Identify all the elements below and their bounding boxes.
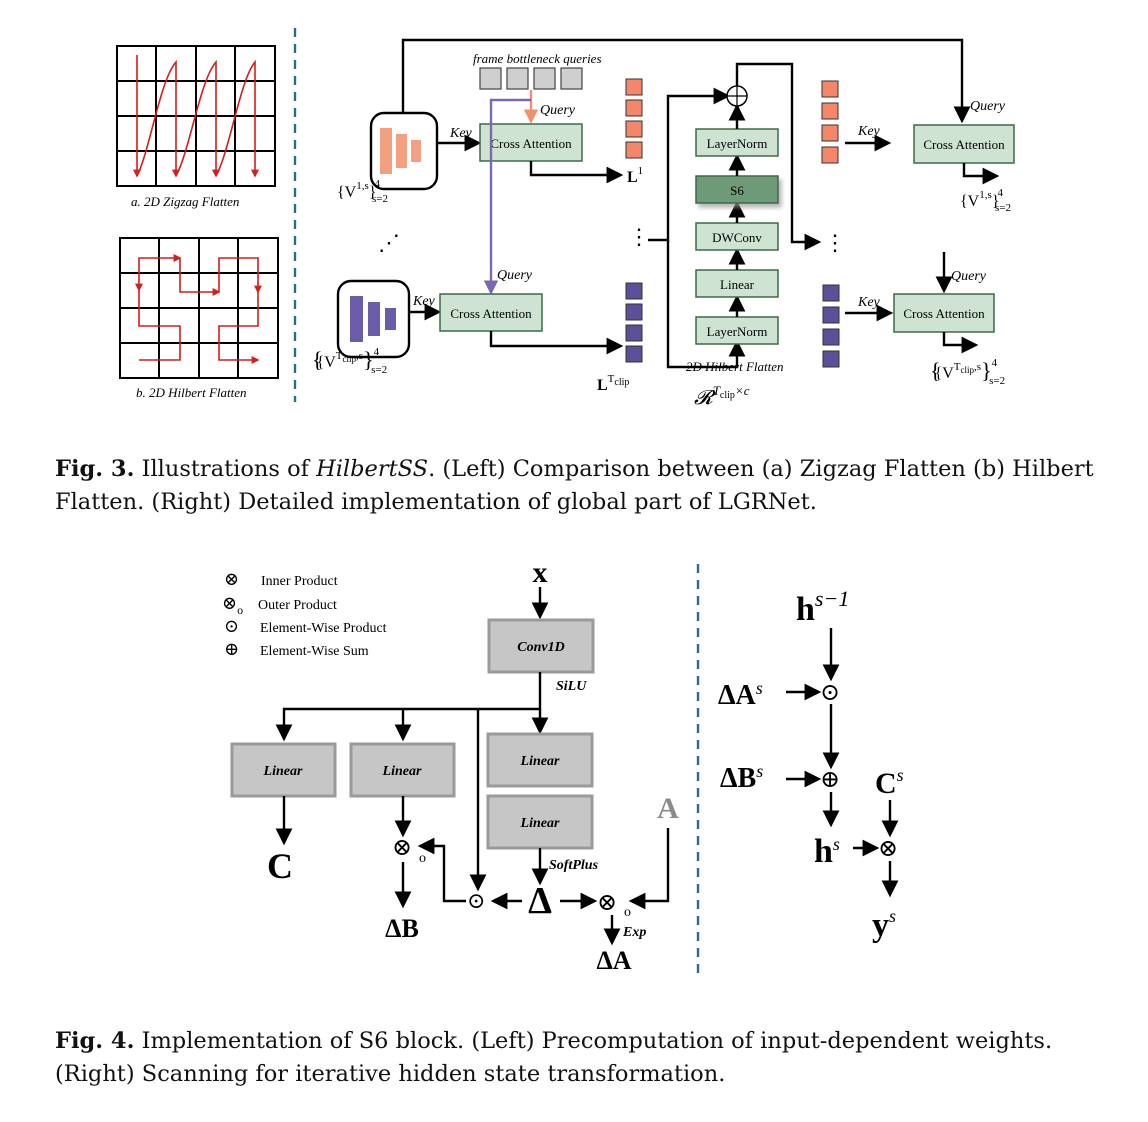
query-label-3: Query	[970, 99, 1006, 114]
query-label-1: Query	[540, 103, 576, 118]
query-label-4: Query	[951, 269, 987, 284]
block-layernorm-bottom	[695, 316, 779, 345]
block-dwconv-label: DWConv	[712, 230, 762, 245]
frame-queries	[479, 67, 583, 90]
linear-c-label: Linear	[263, 764, 303, 779]
fig3-caption-italic: HilbertSS	[316, 456, 429, 482]
zigzag-grid	[116, 45, 276, 187]
legend-sym-outer: ⊗o	[222, 593, 243, 617]
outer-o-b: o	[419, 851, 426, 866]
linear-b-label: Linear	[382, 764, 422, 779]
zigzag-caption: a. 2D Zigzag Flatten	[131, 194, 239, 209]
h-prev: hs−1	[796, 586, 849, 628]
r-label: 𝓡Tclip×c	[694, 383, 750, 409]
hilbert-flatten-label: 2D Hilbert Flatten	[686, 359, 784, 374]
legend-sym-elemprod: ⊙	[224, 616, 239, 636]
out-deltaB: ΔB	[385, 914, 419, 943]
out-deltaA: ΔA	[596, 946, 631, 975]
exp-label: Exp	[622, 925, 646, 940]
out-tokens-bottom	[822, 284, 840, 368]
input-x: x	[533, 556, 548, 589]
out-tokens-top	[821, 80, 839, 164]
delta-symbol: Δ	[528, 880, 552, 922]
block-layernorm-top-label: LayerNorm	[707, 136, 768, 151]
y-s: ys	[872, 906, 896, 944]
outer-product-a-icon: ⊗	[597, 890, 617, 916]
block-layernorm-bottom-label: LayerNorm	[707, 324, 768, 339]
fig3-caption-part2: . (Left) Comparison between (a) Zigzag F…	[55, 456, 1094, 515]
legend-elemsum-label: Element-Wise Sum	[260, 644, 369, 659]
key-label-4: Key	[857, 295, 881, 310]
l1-label: L1	[627, 165, 643, 186]
fig4-caption-text: Implementation of S6 block. (Left) Preco…	[55, 1028, 1053, 1087]
silu-label: SiLU	[556, 679, 587, 694]
legend-sym-elemsum: ⊕	[224, 639, 239, 659]
vertical-dots-2: ⋮	[824, 230, 846, 255]
encoder-1-icon	[369, 111, 439, 191]
fig4-caption-label: Fig. 4.	[55, 1028, 135, 1054]
conv1d-label: Conv1D	[517, 640, 564, 655]
vertical-dots-1: ⋮	[628, 224, 650, 249]
block-linear-label: Linear	[720, 277, 755, 292]
linear-delta-2-block	[486, 794, 594, 850]
scan-inner-product-icon: ⊗	[878, 836, 898, 862]
block-dwconv	[695, 222, 779, 251]
key-label-2: Key	[412, 294, 436, 309]
out-C: C	[267, 846, 293, 886]
frame-queries-label: frame bottleneck queries	[473, 51, 602, 66]
linear-delta-1-label: Linear	[520, 754, 560, 769]
linear-delta-2-label: Linear	[520, 816, 560, 831]
key-label-1: Key	[449, 126, 473, 141]
cross-attention-3	[913, 124, 1015, 164]
fig3-caption-part1: Illustrations of	[134, 456, 317, 482]
cross-attention-4-label: Cross Attention	[903, 306, 985, 321]
cross-attention-1	[479, 123, 583, 162]
matrix-A: A	[657, 792, 679, 825]
lt-tokens	[625, 282, 643, 363]
cross-attention-1-label: Cross Attention	[490, 136, 572, 151]
shared-query-arrow	[483, 98, 531, 295]
scan-elem-product-icon: ⊙	[820, 680, 840, 706]
outer-product-b-icon: ⊗	[392, 835, 412, 861]
cross-attention-3-label: Cross Attention	[923, 137, 1005, 152]
cross-attention-4	[893, 293, 995, 333]
l1-tokens	[625, 78, 643, 159]
block-s6	[695, 175, 779, 204]
fig4-caption: Fig. 4. Implementation of S6 block. (Lef…	[55, 1025, 1095, 1091]
outer-o-a: o	[624, 905, 631, 920]
top-skip-arrow	[401, 38, 971, 124]
hilbert-caption: b. 2D Hilbert Flatten	[136, 385, 247, 400]
cross-attention-2-label: Cross Attention	[450, 306, 532, 321]
block-s6-label: S6	[730, 183, 744, 198]
delta-A-s: ΔAs	[718, 678, 763, 711]
ellipsis-diag: ⋰	[378, 230, 400, 255]
h-s: hs	[814, 833, 840, 870]
lt-label: LTclip	[597, 373, 629, 394]
legend-sym-inner: ⊗	[224, 569, 239, 589]
legend-inner-label: Inner Product	[261, 574, 338, 589]
elem-product-icon: ⊙	[467, 888, 485, 913]
legend-elemprod-label: Element-Wise Product	[260, 621, 387, 636]
fig3-caption: Fig. 3. Illustrations of HilbertSS. (Lef…	[55, 453, 1095, 519]
legend: ⊗ Inner Product ⊗o Outer Product ⊙ Eleme…	[222, 569, 387, 659]
block-linear	[695, 269, 779, 298]
softplus-label: SoftPlus	[549, 858, 599, 873]
C-s: Cs	[875, 765, 904, 800]
query-label-2: Query	[497, 268, 533, 283]
cross-attention-2	[439, 293, 543, 332]
delta-B-s: ΔBs	[720, 761, 763, 794]
legend-outer-label: Outer Product	[258, 598, 337, 613]
key-label-3: Key	[857, 124, 881, 139]
encoder-t-icon	[336, 279, 411, 359]
linear-c-block	[230, 742, 337, 798]
scan-sum-icon: ⊕	[820, 767, 840, 793]
hilbert-grid	[119, 237, 279, 379]
fig3-caption-label: Fig. 3.	[55, 456, 135, 482]
linear-delta-1-block	[486, 732, 594, 788]
